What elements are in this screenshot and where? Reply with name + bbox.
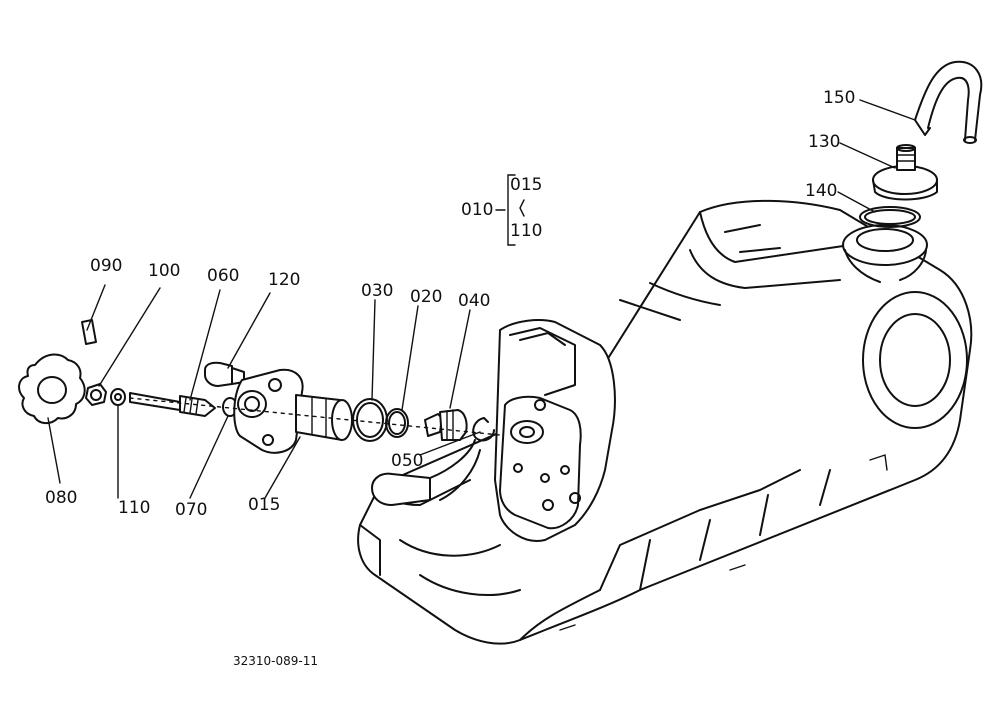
knob-080 xyxy=(18,353,86,424)
oring-030 xyxy=(352,398,388,442)
callout-130: 130 xyxy=(808,132,840,152)
breather-hose xyxy=(914,60,983,144)
valve-body-015 xyxy=(233,368,353,454)
filler-cap xyxy=(872,144,938,201)
callout-060: 060 xyxy=(207,266,239,286)
callout-040: 040 xyxy=(458,291,490,311)
leader-lines xyxy=(47,99,916,499)
callout-030: 030 xyxy=(361,281,393,301)
callout-010: 010 xyxy=(461,200,493,220)
drawing-code: 32310-089-11 xyxy=(233,654,318,668)
nut-100 xyxy=(85,383,107,406)
plug-120 xyxy=(204,361,245,387)
callout-110: 110 xyxy=(118,498,150,518)
callout-120: 120 xyxy=(268,270,300,290)
snap-ring-050 xyxy=(472,417,495,442)
callout-050: 050 xyxy=(391,451,423,471)
oring-020 xyxy=(385,408,409,438)
pin-090 xyxy=(81,319,97,345)
callout-020: 020 xyxy=(410,287,442,307)
callout-110-group: 110 xyxy=(510,221,542,241)
tank-housing xyxy=(357,199,973,645)
callout-070: 070 xyxy=(175,500,207,520)
callout-150: 150 xyxy=(823,88,855,108)
plunger-040 xyxy=(424,409,468,441)
callout-015-group: 015 xyxy=(510,175,542,195)
callout-080: 080 xyxy=(45,488,77,508)
group-brace-010 xyxy=(507,174,525,246)
callout-090: 090 xyxy=(90,256,122,276)
callout-140: 140 xyxy=(805,181,837,201)
spool-060 xyxy=(129,392,216,417)
gasket-140 xyxy=(859,206,921,228)
callout-015: 015 xyxy=(248,495,280,515)
washer-110 xyxy=(110,388,126,406)
callout-100: 100 xyxy=(148,261,180,281)
